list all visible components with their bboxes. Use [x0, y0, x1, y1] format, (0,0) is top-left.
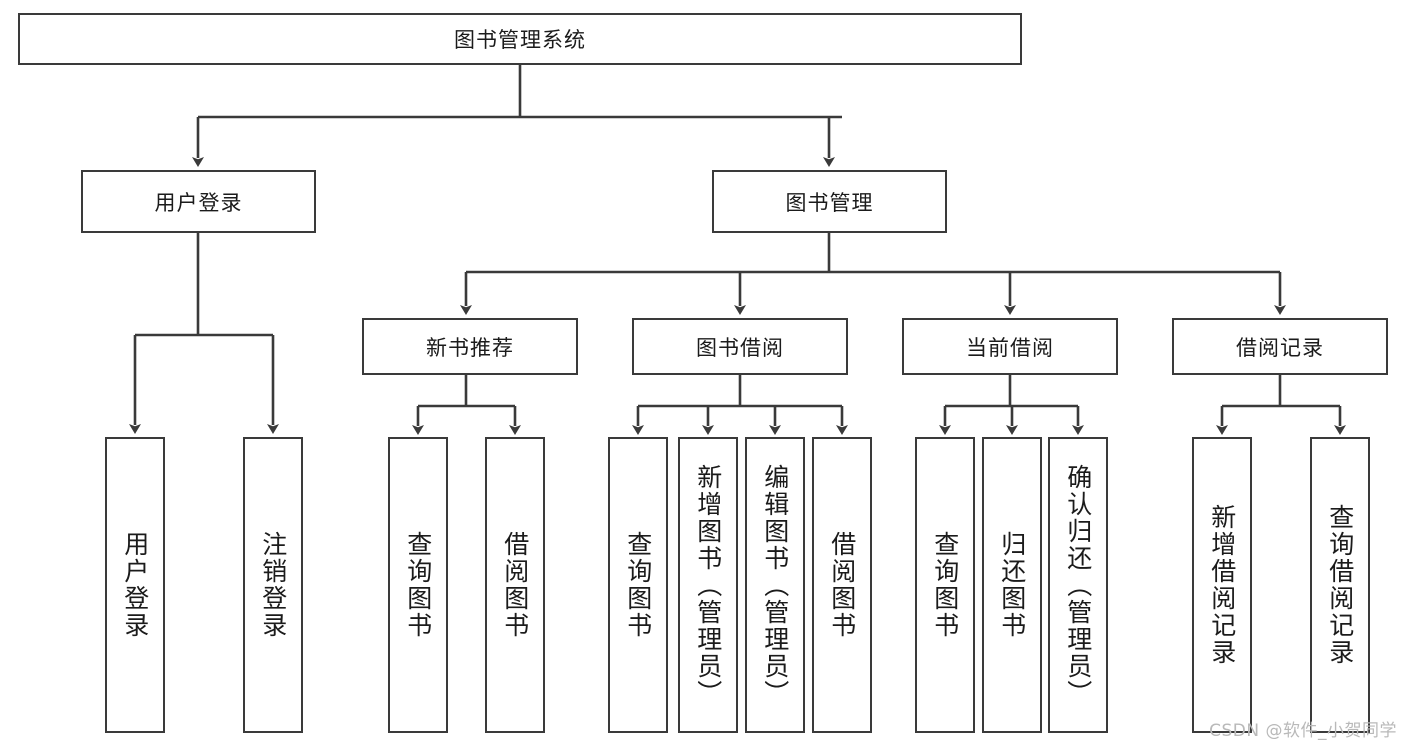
- node-leaf-add-borrow-record-label: 新增借阅记录: [1207, 504, 1237, 666]
- node-leaf-query-book-recommend[interactable]: 查询图书: [388, 437, 448, 733]
- csdn-watermark: CSDN @软件_小贺同学: [1209, 721, 1397, 741]
- node-current-borrow[interactable]: 当前借阅: [902, 318, 1118, 375]
- node-book-borrow-label: 图书借阅: [696, 335, 784, 360]
- node-leaf-logout-login-label: 注销登录: [258, 531, 288, 639]
- node-leaf-add-book-admin[interactable]: 新增图书（管理员）: [678, 437, 738, 733]
- node-new-book-recommend-label: 新书推荐: [426, 335, 514, 360]
- node-leaf-borrow-book-recommend[interactable]: 借阅图书: [485, 437, 545, 733]
- node-leaf-confirm-return-admin-label: 确认归还（管理员）: [1063, 463, 1093, 707]
- node-leaf-user-login[interactable]: 用户登录: [105, 437, 165, 733]
- node-leaf-logout-login[interactable]: 注销登录: [243, 437, 303, 733]
- node-leaf-edit-book-admin[interactable]: 编辑图书（管理员）: [745, 437, 805, 733]
- node-new-book-recommend[interactable]: 新书推荐: [362, 318, 578, 375]
- node-leaf-query-book-borrow-label: 查询图书: [623, 531, 653, 639]
- node-leaf-borrow-book-recommend-label: 借阅图书: [500, 531, 530, 639]
- node-book-manage-label: 图书管理: [785, 190, 874, 215]
- node-leaf-query-book-recommend-label: 查询图书: [403, 531, 433, 639]
- node-leaf-borrow-book[interactable]: 借阅图书: [812, 437, 872, 733]
- node-book-manage[interactable]: 图书管理: [712, 170, 947, 233]
- node-user-login[interactable]: 用户登录: [81, 170, 316, 233]
- node-leaf-return-book[interactable]: 归还图书: [982, 437, 1042, 733]
- node-leaf-query-borrow-record[interactable]: 查询借阅记录: [1310, 437, 1370, 733]
- node-borrow-record[interactable]: 借阅记录: [1172, 318, 1388, 375]
- node-leaf-query-book-borrow[interactable]: 查询图书: [608, 437, 668, 733]
- node-user-login-label: 用户登录: [154, 190, 243, 215]
- node-leaf-user-login-label: 用户登录: [120, 531, 150, 639]
- node-root-label: 图书管理系统: [454, 28, 586, 52]
- node-leaf-query-book-current[interactable]: 查询图书: [915, 437, 975, 733]
- node-root[interactable]: 图书管理系统: [18, 13, 1022, 65]
- node-leaf-borrow-book-label: 借阅图书: [827, 531, 857, 639]
- node-leaf-edit-book-admin-label: 编辑图书（管理员）: [760, 463, 790, 707]
- node-current-borrow-label: 当前借阅: [966, 335, 1054, 360]
- node-leaf-return-book-label: 归还图书: [997, 531, 1027, 639]
- node-leaf-query-borrow-record-label: 查询借阅记录: [1325, 504, 1355, 666]
- node-leaf-add-borrow-record[interactable]: 新增借阅记录: [1192, 437, 1252, 733]
- node-leaf-query-book-current-label: 查询图书: [930, 531, 960, 639]
- node-leaf-add-book-admin-label: 新增图书（管理员）: [693, 463, 723, 707]
- node-borrow-record-label: 借阅记录: [1236, 335, 1324, 360]
- node-book-borrow[interactable]: 图书借阅: [632, 318, 848, 375]
- node-leaf-confirm-return-admin[interactable]: 确认归还（管理员）: [1048, 437, 1108, 733]
